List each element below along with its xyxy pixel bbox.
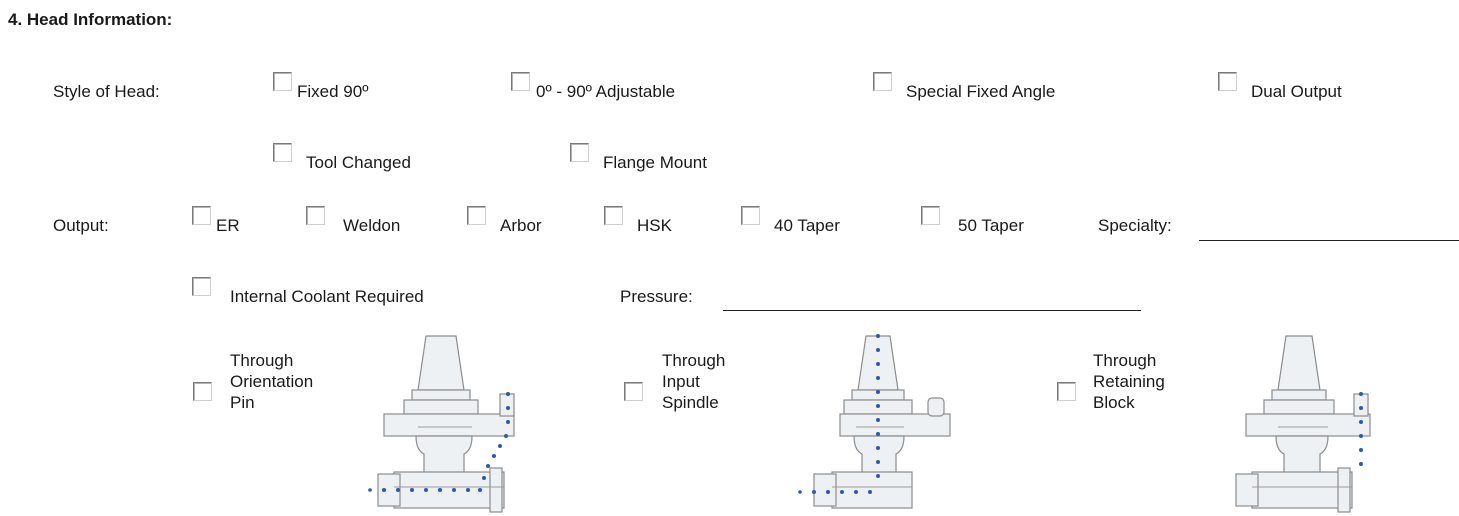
output-50-taper-checkbox[interactable] — [921, 206, 940, 225]
output-40-taper-checkbox[interactable] — [741, 206, 760, 225]
dual-output-checkbox[interactable] — [1218, 72, 1237, 91]
adjustable-checkbox[interactable] — [511, 72, 530, 91]
output-hsk-label: HSK — [637, 216, 672, 235]
flange-mount-label: Flange Mount — [603, 153, 707, 172]
output-er-checkbox[interactable] — [192, 206, 211, 225]
flange-mount-checkbox[interactable] — [570, 143, 589, 162]
head-diagram-retaining-block-image — [1235, 335, 1371, 513]
output-40-taper-label: 40 Taper — [774, 216, 840, 235]
internal-coolant-label: Internal Coolant Required — [230, 287, 424, 306]
style-of-head-label: Style of Head: — [53, 82, 160, 101]
head-diagram-input-spindle-image — [798, 334, 951, 509]
fixed-90-checkbox[interactable] — [273, 72, 292, 91]
output-weldon-checkbox[interactable] — [306, 206, 325, 225]
special-fixed-angle-checkbox[interactable] — [873, 72, 892, 91]
tool-changed-checkbox[interactable] — [273, 143, 292, 162]
output-arbor-label: Arbor — [500, 216, 542, 235]
through-retaining-block-checkbox[interactable] — [1057, 382, 1076, 401]
dual-output-label: Dual Output — [1251, 82, 1342, 101]
fixed-90-label: Fixed 90º — [297, 82, 369, 101]
through-retaining-block-label: Through Retaining Block — [1093, 351, 1165, 412]
through-orientation-pin-label: Through Orientation Pin — [230, 351, 314, 412]
output-er-label: ER — [216, 216, 240, 235]
output-hsk-checkbox[interactable] — [604, 206, 623, 225]
through-input-spindle-label: Through Input Spindle — [662, 351, 726, 412]
specialty-label: Specialty: — [1098, 216, 1172, 235]
output-arbor-checkbox[interactable] — [467, 206, 486, 225]
pressure-input-line[interactable] — [723, 310, 1141, 311]
internal-coolant-checkbox[interactable] — [192, 277, 211, 296]
special-fixed-angle-label: Special Fixed Angle — [906, 82, 1056, 101]
output-weldon-label: Weldon — [343, 216, 401, 235]
output-label: Output: — [53, 216, 109, 235]
through-input-spindle-checkbox[interactable] — [624, 382, 643, 401]
output-50-taper-label: 50 Taper — [958, 216, 1024, 235]
head-diagram-orientation-pin-image — [368, 335, 515, 513]
tool-changed-label: Tool Changed — [306, 153, 411, 172]
pressure-label: Pressure: — [620, 287, 693, 306]
through-orientation-pin-checkbox[interactable] — [193, 382, 212, 401]
specialty-input-line[interactable] — [1199, 240, 1459, 241]
adjustable-label: 0º - 90º Adjustable — [536, 82, 676, 101]
section-title: 4. Head Information: — [8, 10, 173, 29]
